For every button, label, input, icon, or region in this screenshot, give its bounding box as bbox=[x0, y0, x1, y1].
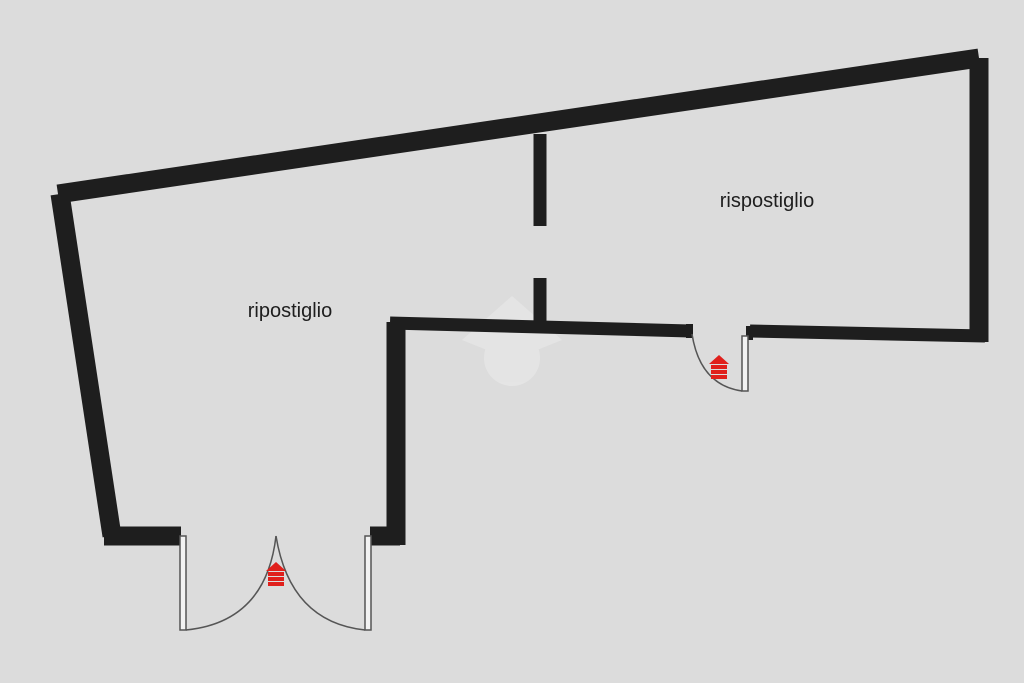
walls bbox=[50, 48, 989, 546]
mid-horizontal-wall-left bbox=[389, 316, 691, 338]
entrance-arrow-icon bbox=[266, 562, 286, 586]
double-door bbox=[179, 535, 372, 631]
internal-walls bbox=[389, 134, 986, 343]
left-wall bbox=[50, 192, 122, 538]
single-door bbox=[691, 333, 749, 392]
entrance-arrow-icon bbox=[709, 355, 729, 379]
room-label-left: ripostiglio bbox=[248, 300, 332, 322]
room-label-right: rispostiglio bbox=[720, 190, 814, 212]
top-wall bbox=[56, 48, 981, 204]
mid-horizontal-wall-right bbox=[749, 324, 986, 343]
house-logo-watermark bbox=[462, 296, 562, 386]
door-jambs bbox=[686, 324, 753, 340]
